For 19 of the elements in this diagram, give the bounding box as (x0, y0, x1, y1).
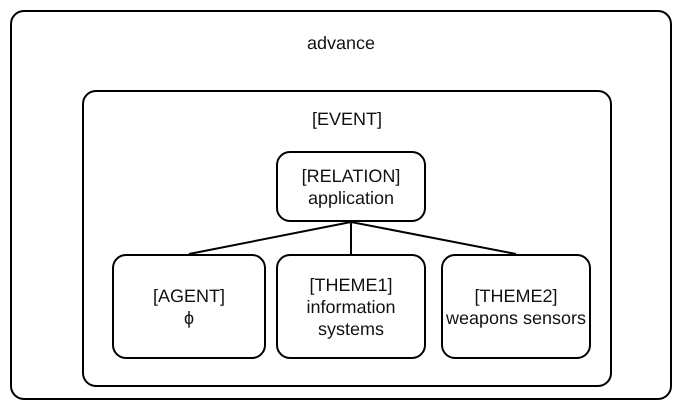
connector-line (350, 221, 516, 255)
box-label: [EVENT] (312, 108, 382, 130)
connector-line (188, 221, 352, 255)
container-box (10, 10, 672, 400)
container-box (82, 90, 612, 387)
rounded-box (441, 254, 591, 359)
connector-line (350, 222, 352, 254)
box-label: [THEME2] (474, 284, 558, 306)
box-label: ϕ (184, 306, 194, 328)
box-label: [RELATION] (302, 164, 400, 186)
rounded-box (276, 151, 426, 222)
box-label: advance (306, 32, 376, 54)
box-label: information systems (305, 296, 397, 340)
box-label: weapons sensors (446, 306, 586, 328)
box-label: [THEME1] (309, 274, 392, 296)
rounded-box (112, 254, 266, 359)
box-label: application (308, 186, 394, 208)
rounded-box (276, 254, 426, 359)
box-label: [AGENT] (152, 284, 225, 306)
